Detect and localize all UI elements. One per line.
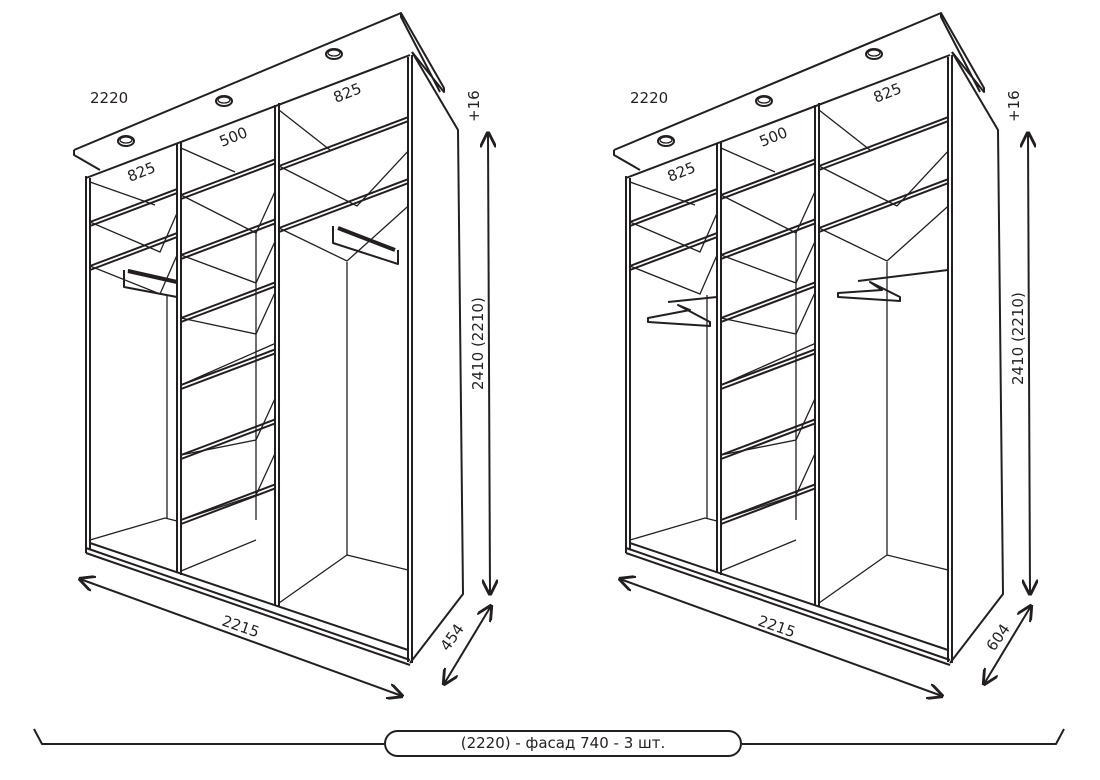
- top-width-label: 2220: [630, 89, 668, 107]
- light-icon: [865, 48, 883, 60]
- facade-dimension-line: [33, 728, 1065, 745]
- shelf-depth-line: [720, 191, 816, 234]
- facade-caption: (2220) - фасад 740 - 3 шт.: [384, 730, 742, 757]
- shelf-depth-line: [180, 191, 276, 234]
- shelf-depth-line: [818, 205, 949, 262]
- shelf: [720, 218, 816, 260]
- light-icon: [117, 135, 135, 147]
- bottom-plinth: [625, 542, 951, 666]
- shelf: [720, 281, 816, 323]
- hanging-rod: [337, 226, 396, 252]
- depth-label: 604: [983, 621, 1014, 655]
- wardrobe-frame: [613, 12, 1031, 696]
- shelf-depth-line: [720, 398, 816, 456]
- width-arrow: [620, 579, 942, 696]
- back-panel-line: [629, 181, 718, 541]
- front-frame: [625, 54, 953, 663]
- shelf: [89, 232, 178, 271]
- shelf-depth-line: [180, 342, 276, 386]
- light-icon: [755, 95, 773, 107]
- shelf: [720, 158, 816, 200]
- back-panel-line: [278, 109, 409, 604]
- light-icon: [215, 95, 233, 107]
- shelf-depth-line: [180, 453, 276, 521]
- bottom-plinth: [85, 542, 411, 666]
- shelf-depth-line: [629, 254, 718, 295]
- height-label: 2410 (2210): [469, 297, 487, 390]
- shelf-depth-line: [278, 205, 409, 262]
- wardrobe-right: 2220 825 500 825 +16 2410 (2210) 2215 60…: [613, 12, 1031, 696]
- divider: [176, 142, 182, 575]
- shelf: [180, 483, 276, 525]
- depth-arrow: [984, 606, 1031, 684]
- light-icon: [657, 135, 675, 147]
- shelf: [89, 188, 178, 227]
- shelf-depth-line: [818, 150, 949, 207]
- top-offset-label: +16: [465, 90, 483, 122]
- shelf-depth-line: [180, 398, 276, 456]
- shelf: [278, 116, 409, 171]
- divider: [814, 103, 820, 606]
- shelf: [629, 232, 718, 271]
- hanger-icon: [837, 269, 949, 302]
- side-panel: [949, 51, 1004, 664]
- light-icon: [325, 48, 343, 60]
- top-panel: [73, 12, 445, 171]
- shelf: [720, 348, 816, 390]
- front-frame: [85, 54, 413, 663]
- height-label: 2410 (2210): [1009, 292, 1027, 385]
- hanger-icon: [647, 296, 718, 327]
- light-icon: [659, 136, 673, 144]
- light-icon: [757, 96, 771, 104]
- shelf: [180, 158, 276, 200]
- shelf: [629, 188, 718, 227]
- divider: [274, 103, 280, 606]
- shelf: [278, 178, 409, 233]
- shelf: [818, 116, 949, 171]
- divider: [716, 142, 722, 575]
- light-icon: [867, 49, 881, 57]
- top-panel: [613, 12, 985, 171]
- shelf-depth-line: [278, 150, 409, 207]
- depth-arrow: [444, 606, 491, 684]
- back-panel-line: [720, 147, 797, 572]
- top-width-label: 2220: [90, 89, 128, 107]
- shelf-depth-line: [180, 241, 276, 284]
- shelf-depth-line: [89, 212, 178, 253]
- shelf: [180, 418, 276, 460]
- hanging-rod: [127, 269, 178, 284]
- shelf: [180, 348, 276, 390]
- width-arrow: [80, 579, 402, 696]
- back-panel-line: [818, 109, 949, 604]
- back-panel-line: [180, 147, 257, 572]
- shelf-depth-line: [629, 212, 718, 253]
- back-panel-line: [89, 181, 178, 541]
- side-panel: [409, 51, 464, 664]
- light-icon: [327, 49, 341, 57]
- wardrobe-left: 2220 825 500 825 +16 2410 (2210) 2215 45…: [73, 12, 491, 696]
- shelf: [180, 218, 276, 260]
- shelf: [180, 281, 276, 323]
- shelf: [720, 483, 816, 525]
- shelf-depth-line: [720, 453, 816, 521]
- shelf-depth-line: [720, 342, 816, 386]
- shelf: [720, 418, 816, 460]
- depth-label: 454: [437, 621, 468, 655]
- shelf-depth-line: [720, 241, 816, 284]
- height-arrow: [488, 133, 490, 594]
- wardrobe-frame: [73, 12, 491, 696]
- height-arrow: [1028, 133, 1030, 594]
- rod-bracket: [332, 226, 399, 265]
- light-icon: [217, 96, 231, 104]
- shelf: [818, 178, 949, 233]
- light-icon: [119, 136, 133, 144]
- top-offset-label: +16: [1005, 90, 1023, 122]
